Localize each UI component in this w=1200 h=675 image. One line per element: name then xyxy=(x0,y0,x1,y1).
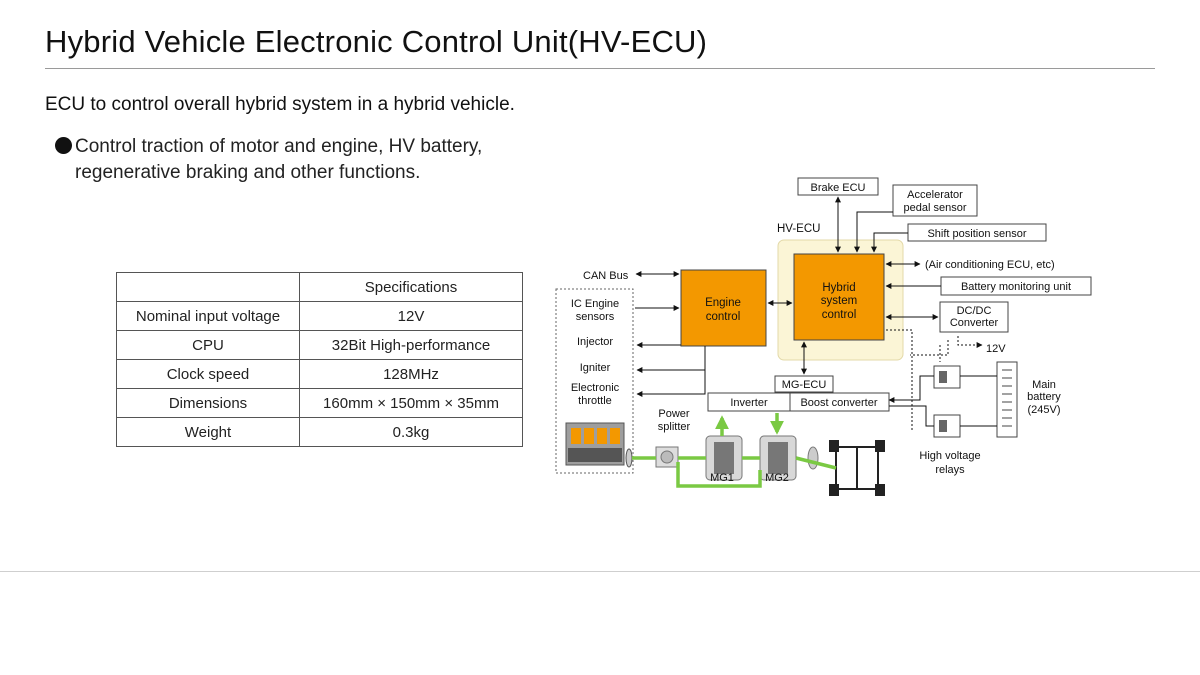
table-row: CPU 32Bit High-performance xyxy=(116,330,523,360)
inverter-label: Inverter xyxy=(730,397,768,409)
dcdc-box xyxy=(939,301,1009,333)
power-splitter-label-1: Power xyxy=(658,408,690,420)
bullet-item: Control traction of motor and engine, HV… xyxy=(55,134,482,186)
table-row: Dimensions 160mm × 150mm × 35mm xyxy=(116,388,523,418)
table-row: Clock speed 128MHz xyxy=(116,359,523,389)
table-header-row: Specifications xyxy=(116,272,523,302)
air-cond-label: (Air conditioning ECU, etc) xyxy=(925,259,1055,271)
relay-bottom-coil xyxy=(939,420,947,432)
brake-ecu-label: Brake ECU xyxy=(810,182,865,194)
mg-ecu-label: MG-ECU xyxy=(782,379,827,391)
accelerator-label-2: pedal sensor xyxy=(904,202,967,214)
mg1-icon xyxy=(705,435,743,481)
relay-top-coil xyxy=(939,371,947,383)
mg1-label: MG1 xyxy=(710,472,734,484)
accelerator-label-1: Accelerator xyxy=(907,189,963,201)
table-cell-label: Dimensions xyxy=(116,388,300,418)
v12-label: 12V xyxy=(986,343,1006,355)
main-battery-label-2: battery xyxy=(1027,391,1061,403)
igniter-label: Igniter xyxy=(580,362,611,374)
throttle-label-1: Electronic xyxy=(571,382,620,394)
hybrid-label-1: Hybrid xyxy=(822,282,855,294)
relays-label-2: relays xyxy=(935,464,965,476)
table-cell-value: 128MHz xyxy=(299,359,523,389)
table-header-cell: Specifications xyxy=(299,272,523,302)
throttle-label-2: throttle xyxy=(578,395,612,407)
table-cell-label: Weight xyxy=(116,417,300,447)
main-battery-label-1: Main xyxy=(1032,379,1056,391)
dcdc-label-1: DC/DC xyxy=(957,305,992,317)
differential-icon xyxy=(807,446,819,470)
signal-lines xyxy=(635,196,997,430)
page-title: Hybrid Vehicle Electronic Control Unit(H… xyxy=(45,24,708,59)
table-cell-value: 32Bit High-performance xyxy=(299,330,523,360)
title-divider xyxy=(45,68,1155,69)
mg2-label: MG2 xyxy=(765,472,789,484)
drivetrain-lines xyxy=(632,413,837,488)
ic-engine-label-1: IC Engine xyxy=(571,298,619,310)
spec-table: Specifications Nominal input voltage 12V… xyxy=(116,272,523,447)
bottom-divider xyxy=(0,571,1200,572)
table-row: Weight 0.3kg xyxy=(116,417,523,447)
accelerator-box xyxy=(892,184,978,217)
hybrid-label-3: control xyxy=(822,309,857,321)
engine-control-box xyxy=(680,269,767,347)
bullet-line-2: regenerative braking and other functions… xyxy=(75,162,421,183)
hybrid-label-2: system xyxy=(821,295,857,307)
table-row: Nominal input voltage 12V xyxy=(116,301,523,331)
power-splitter-icon xyxy=(655,446,679,468)
chassis-icon xyxy=(829,440,885,496)
engine-label-1: Engine xyxy=(705,297,741,309)
table-header-cell xyxy=(116,272,300,302)
ic-engine-label-2: sensors xyxy=(576,311,615,323)
power-splitter-label-2: splitter xyxy=(658,421,691,433)
table-cell-value: 12V xyxy=(299,301,523,331)
engine-sensors-area xyxy=(555,288,634,474)
table-cell-label: Nominal input voltage xyxy=(116,301,300,331)
table-cell-label: CPU xyxy=(116,330,300,360)
boost-converter-label: Boost converter xyxy=(800,397,877,409)
injector-label: Injector xyxy=(577,336,613,348)
engine-label-2: control xyxy=(706,311,741,323)
battery-monitor-label: Battery monitoring unit xyxy=(961,281,1071,293)
dcdc-label-2: Converter xyxy=(950,317,999,329)
hv-ecu-label: HV-ECU xyxy=(777,223,820,235)
engine-illustration xyxy=(565,422,633,468)
can-bus-label: CAN Bus xyxy=(583,270,629,282)
bullet-dot-icon xyxy=(55,137,72,154)
main-battery-label-3: (245V) xyxy=(1027,404,1060,416)
bullet-line-1: Control traction of motor and engine, HV… xyxy=(75,136,483,157)
table-cell-value: 0.3kg xyxy=(299,417,523,447)
relays-label-1: High voltage xyxy=(919,450,980,462)
mg2-icon xyxy=(759,435,797,481)
brake-ecu-box xyxy=(797,177,879,196)
table-cell-value: 160mm × 150mm × 35mm xyxy=(299,388,523,418)
shift-sensor-label: Shift position sensor xyxy=(927,228,1026,240)
battery-cells xyxy=(1002,369,1012,427)
hybrid-control-box xyxy=(793,253,885,341)
lead-text: ECU to control overall hybrid system in … xyxy=(45,94,515,115)
mg-ecu-box xyxy=(774,375,834,393)
